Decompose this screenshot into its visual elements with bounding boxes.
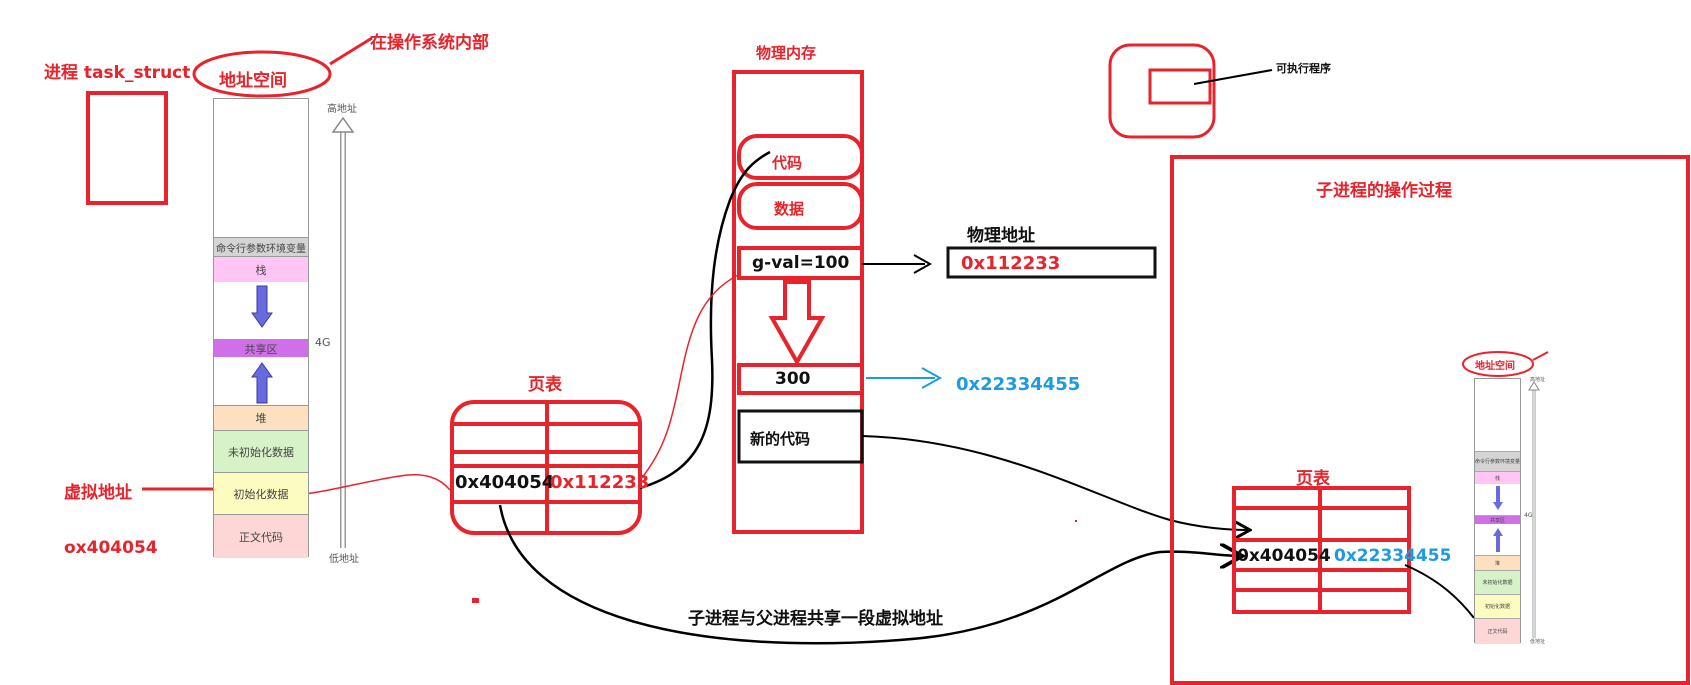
- executable-label: 可执行程序: [1276, 62, 1331, 75]
- pagetable-to-code-curve: [639, 150, 771, 490]
- mini-seg-text: 正文代码: [1475, 618, 1520, 644]
- task-struct-label: 进程 task_struct: [44, 63, 191, 83]
- child-process-frame: [1170, 155, 1690, 685]
- high-addr-label: 高地址: [327, 104, 357, 115]
- virtual-addr-value: ox404054: [64, 538, 158, 558]
- mini-stack-arrow: [1493, 486, 1503, 510]
- mini-low-addr: 低地址: [1530, 639, 1546, 645]
- mini-size: 4G: [1524, 512, 1533, 519]
- physical-memory-column: [732, 70, 864, 534]
- mini-heap-arrow: [1493, 528, 1503, 552]
- os-pointer-line: [329, 36, 373, 66]
- gval-label: g-val=100: [752, 253, 850, 273]
- pagetable-to-gval-curve: [639, 274, 739, 481]
- newcode-to-child-curve: [861, 435, 1248, 530]
- task-struct-box: [86, 91, 168, 205]
- parent-virtual-entry: 0x404054: [455, 472, 555, 493]
- heap-up-arrow: [251, 362, 273, 404]
- shared-virtual-curve: [498, 504, 1240, 645]
- executable-inner-box: [1148, 68, 1212, 105]
- child-process-title: 子进程的操作过程: [1316, 181, 1452, 201]
- executable-outer-box: [1108, 43, 1216, 139]
- child-page-table-label: 页表: [1296, 469, 1330, 489]
- code-region: [737, 134, 864, 180]
- address-space-label: 地址空间: [219, 71, 287, 91]
- seg-stack: 栈: [214, 256, 308, 282]
- red-dot: [472, 598, 479, 603]
- data-region: [737, 182, 864, 230]
- phys-addr-orig: 0x112233: [961, 253, 1061, 274]
- physical-memory-label: 物理内存: [756, 44, 817, 62]
- mini-address-space-label: 地址空间: [1475, 361, 1515, 372]
- seg-text: 正文代码: [214, 514, 308, 558]
- address-space-ellipse: [192, 50, 332, 98]
- stack-down-arrow: [251, 285, 273, 328]
- low-addr-label: 低地址: [329, 554, 359, 565]
- mini-seg-shared: 共享区: [1475, 515, 1520, 524]
- code-label: 代码: [772, 154, 803, 172]
- executable-pointer: [1193, 69, 1273, 85]
- mini-seg-heap: 堆: [1475, 555, 1520, 570]
- mini-seg-uninit: 未初始化数据: [1475, 570, 1520, 594]
- in-os-label: 在操作系统内部: [370, 33, 489, 53]
- size-label: 4G: [315, 336, 331, 349]
- mini-seg-stack: 栈: [1475, 471, 1520, 484]
- child-virtual-entry: 0x404054: [1237, 546, 1331, 566]
- child-phys-entry: 0x22334455: [1334, 546, 1452, 566]
- mini-seg-init: 初始化数据: [1475, 594, 1520, 618]
- shared-note-label: 子进程与父进程共享一段虚拟地址: [688, 609, 943, 629]
- seg-init: 初始化数据: [214, 472, 308, 514]
- mini-address-space-ellipse: [1462, 351, 1534, 377]
- phys-addr-new: 0x22334455: [956, 374, 1081, 395]
- address-space-column: 命令行参数环境变量 栈 共享区 堆 未初始化数据 初始化数据 正文代码: [213, 98, 309, 558]
- seg-uninit: 未初始化数据: [214, 430, 308, 472]
- new-val-region: [737, 363, 864, 395]
- mini-high-addr: 高地址: [1530, 377, 1546, 383]
- new-code-label: 新的代码: [750, 430, 811, 448]
- virtual-addr-label: 虚拟地址: [64, 483, 132, 503]
- data-label: 数据: [774, 200, 805, 218]
- physical-addr-box: [946, 246, 1157, 279]
- parent-page-table-label: 页表: [528, 375, 562, 395]
- seg-heap: 堆: [214, 405, 308, 430]
- address-axis-head: [331, 116, 355, 133]
- mini-seg-cmd-env: 命令行参数环境变量: [1475, 451, 1520, 471]
- seg-cmd-env: 命令行参数环境变量: [214, 237, 308, 256]
- new-val-label: 300: [775, 369, 811, 389]
- mini-address-space-column: 命令行参数环境变量 栈 共享区 堆 未初始化数据 初始化数据 正文代码: [1474, 378, 1521, 644]
- physical-addr-label: 物理地址: [967, 226, 1035, 246]
- copy-down-arrow: [768, 280, 826, 367]
- parent-phys-entry: 0x112233: [550, 472, 650, 493]
- child-pagetable-to-space: [1404, 564, 1475, 619]
- seg-shared: 共享区: [214, 339, 308, 357]
- init-to-pagetable-curve: [287, 474, 451, 497]
